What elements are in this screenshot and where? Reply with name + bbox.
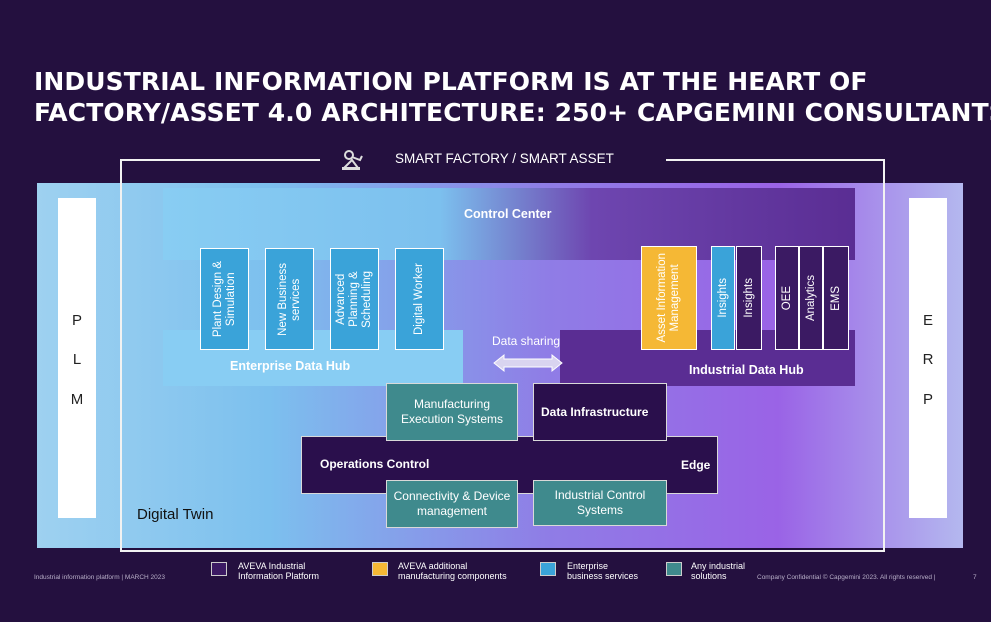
robot-arm-icon bbox=[342, 150, 363, 170]
legend-swatch-industrial bbox=[666, 562, 682, 576]
title-line-2: FACTORY/ASSET 4.0 ARCHITECTURE: 250+ CAP… bbox=[34, 98, 991, 127]
frame-top-right bbox=[666, 159, 885, 161]
insights-blue-box: Insights bbox=[711, 246, 735, 350]
ics-box: Industrial Control Systems bbox=[533, 480, 667, 526]
footer-right: Company Confidential © Capgemini 2023. A… bbox=[757, 574, 936, 581]
insights-purple-box: Insights bbox=[736, 246, 762, 350]
erp-letter-p: P bbox=[922, 391, 933, 408]
analytics-label: Analytics bbox=[804, 274, 817, 322]
insights-blue-label: Insights bbox=[716, 278, 729, 318]
asset-information-label: Asset Information Management bbox=[656, 253, 681, 343]
plant-design-box: Plant Design & Simulation bbox=[200, 248, 249, 350]
mes-label: Manufacturing Execution Systems bbox=[400, 397, 504, 426]
plm-letter-m: M bbox=[70, 391, 84, 408]
footer-left: Industrial information platform | MARCH … bbox=[34, 574, 166, 581]
legend-swatch-aveva-additional bbox=[372, 562, 388, 576]
new-business-label: New Business services bbox=[276, 262, 302, 336]
frame-bottom bbox=[120, 550, 885, 552]
frame-top-left bbox=[120, 159, 320, 161]
enterprise-data-hub-label: Enterprise Data Hub bbox=[230, 359, 351, 373]
oee-box: OEE bbox=[775, 246, 799, 350]
erp-letter-e: E bbox=[922, 312, 933, 329]
legend-label-aveva-additional: AVEVA additional manufacturing component… bbox=[398, 561, 507, 581]
plm-box bbox=[58, 198, 96, 518]
data-infrastructure-box bbox=[533, 383, 667, 441]
frame-left bbox=[120, 159, 122, 552]
connectivity-box: Connectivity & Device management bbox=[386, 480, 518, 528]
asset-information-box: Asset Information Management bbox=[641, 246, 697, 350]
industrial-data-hub-label: Industrial Data Hub bbox=[689, 363, 804, 377]
control-center-label: Control Center bbox=[464, 207, 552, 221]
page-title: INDUSTRIAL INFORMATION PLATFORM IS AT TH… bbox=[34, 66, 991, 128]
ems-box: EMS bbox=[823, 246, 849, 350]
edge-label: Edge bbox=[681, 458, 711, 472]
double-arrow-icon bbox=[493, 353, 563, 373]
advanced-planning-label: Advanced Planning & Scheduling bbox=[335, 270, 373, 328]
legend-label-industrial: Any industrial solutions bbox=[691, 561, 746, 581]
insights-purple-label: Insights bbox=[742, 278, 755, 318]
legend-swatch-aveva-iip bbox=[211, 562, 227, 576]
new-business-box: New Business services bbox=[265, 248, 314, 350]
plm-letter-l: L bbox=[72, 351, 82, 368]
analytics-box: Analytics bbox=[799, 246, 823, 350]
erp-letter-r: R bbox=[922, 351, 934, 368]
digital-twin-label: Digital Twin bbox=[137, 506, 214, 523]
advanced-planning-box: Advanced Planning & Scheduling bbox=[330, 248, 379, 350]
plant-design-label: Plant Design & Simulation bbox=[211, 260, 237, 338]
frame-right bbox=[883, 159, 885, 552]
oee-label: OEE bbox=[780, 285, 793, 311]
title-line-1: INDUSTRIAL INFORMATION PLATFORM IS AT TH… bbox=[34, 67, 868, 96]
connectivity-label: Connectivity & Device management bbox=[393, 489, 511, 518]
digital-worker-label: Digital Worker bbox=[413, 263, 425, 335]
operations-control-label: Operations Control bbox=[320, 457, 430, 471]
legend-label-aveva-iip: AVEVA Industrial Information Platform bbox=[238, 561, 320, 581]
ics-label: Industrial Control Systems bbox=[554, 488, 646, 517]
plm-letter-p: P bbox=[71, 312, 82, 329]
data-infrastructure-label: Data Infrastructure bbox=[541, 405, 649, 419]
legend-swatch-enterprise bbox=[540, 562, 556, 576]
mes-box: Manufacturing Execution Systems bbox=[386, 383, 518, 441]
erp-box bbox=[909, 198, 947, 518]
ems-label: EMS bbox=[829, 285, 842, 311]
digital-worker-box: Digital Worker bbox=[395, 248, 444, 350]
legend-label-enterprise: Enterprise business services bbox=[567, 561, 639, 581]
smart-factory-label: SMART FACTORY / SMART ASSET bbox=[395, 151, 614, 166]
page-number: 7 bbox=[973, 574, 977, 581]
data-sharing-label: Data sharing bbox=[492, 334, 561, 348]
